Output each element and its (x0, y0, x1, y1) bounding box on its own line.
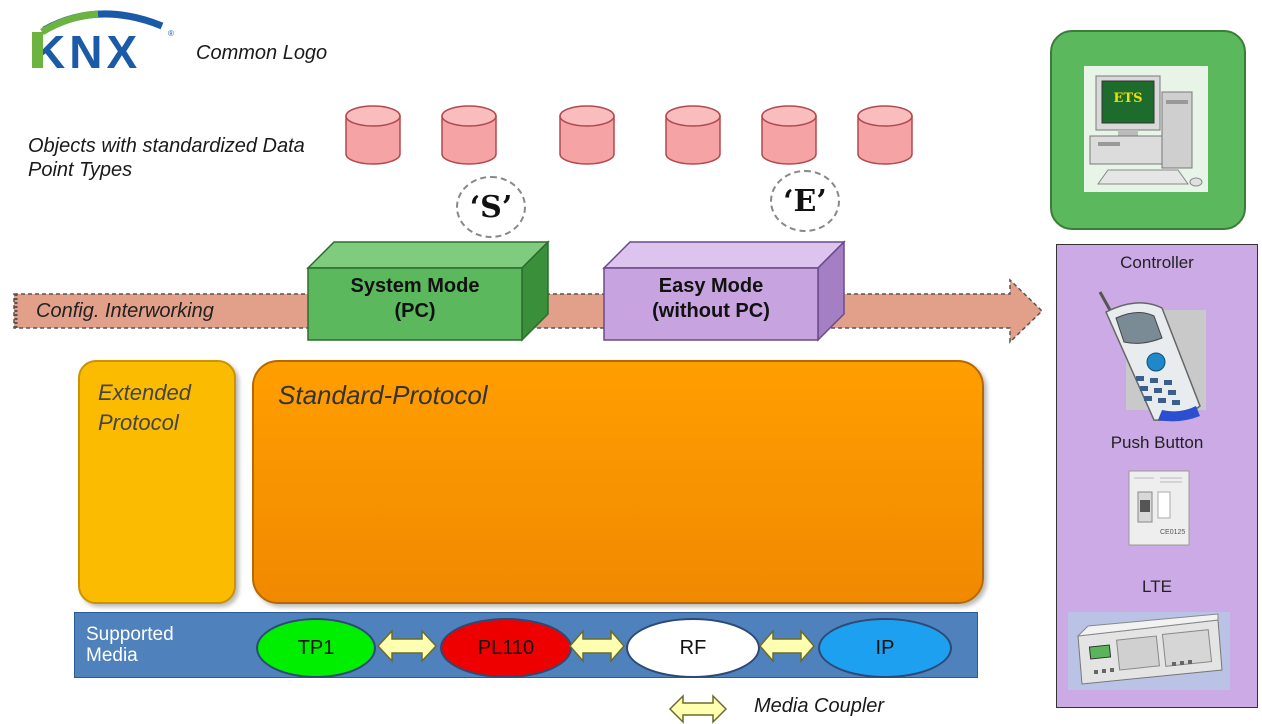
system-mode-box (306, 240, 550, 342)
supported-media-line2: Media (86, 645, 138, 666)
system-mode-badge: ‘S’ (456, 176, 526, 238)
media-tp1: TP1 (256, 618, 376, 678)
media-coupler-arrow-2 (569, 628, 625, 664)
standard-protocol-label: Standard-Protocol (278, 380, 488, 410)
datapoint-cylinder-5 (761, 105, 817, 165)
easy-mode-badge: ‘E’ (770, 170, 840, 232)
extended-protocol-line1: Extended (98, 380, 191, 405)
system-mode-line2: (PC) (394, 300, 436, 322)
datapoint-cylinder-3 (559, 105, 615, 165)
supported-media-label: Supported Media (86, 624, 174, 666)
datapoint-cylinder-2 (441, 105, 497, 165)
config-interworking-label: Config. Interworking (36, 300, 214, 322)
easy-mode-line1: Easy Mode (658, 275, 764, 297)
ets-screen-text: ETS (1113, 91, 1143, 106)
easy-mode-text: Easy Mode (without PC) (604, 274, 818, 334)
push-button-icon: CE0125 (1128, 470, 1190, 546)
controller-remote-icon (1098, 291, 1206, 422)
easy-mode-line2: (without PC) (652, 300, 770, 322)
media-ip: IP (818, 618, 952, 678)
system-mode-line1: System Mode (350, 275, 480, 297)
extended-protocol-box: Extended Protocol (78, 360, 236, 604)
common-logo-caption: Common Logo (196, 42, 328, 64)
push-button-label: Push Button (1110, 433, 1204, 452)
media-pl110: PL110 (440, 618, 572, 678)
datapoint-cylinder-6 (857, 105, 913, 165)
knx-logo: KNX ® (32, 10, 174, 72)
media-coupler-arrow-1 (376, 629, 438, 663)
objects-label: Objects with standardized Data Point Typ… (28, 134, 305, 182)
media-coupler-arrow-3 (759, 628, 815, 664)
knx-logo-text: KNX (32, 26, 141, 72)
standard-protocol-box: Standard-Protocol (252, 360, 984, 604)
svg-text:CE0125: CE0125 (1160, 529, 1185, 536)
supported-media-line1: Supported (86, 624, 174, 645)
media-coupler-label: Media Coupler (754, 695, 885, 717)
controller-label: Controller (1120, 253, 1194, 272)
objects-label-line2: Point Types (28, 159, 133, 181)
datapoint-cylinder-1 (345, 105, 401, 165)
ets-computer-icon (1089, 75, 1203, 187)
media-coupler-legend-icon (668, 694, 728, 724)
media-rf: RF (626, 618, 760, 678)
svg-text:®: ® (168, 29, 174, 38)
datapoint-cylinder-4 (665, 105, 721, 165)
lte-device-icon (1068, 612, 1230, 690)
system-mode-text: System Mode (PC) (308, 274, 522, 334)
lte-label: LTE (1142, 577, 1172, 596)
objects-label-line1: Objects with standardized Data (28, 135, 305, 157)
easy-mode-box (602, 240, 846, 342)
extended-protocol-label: Extended Protocol (98, 378, 191, 438)
extended-protocol-line2: Protocol (98, 410, 179, 435)
